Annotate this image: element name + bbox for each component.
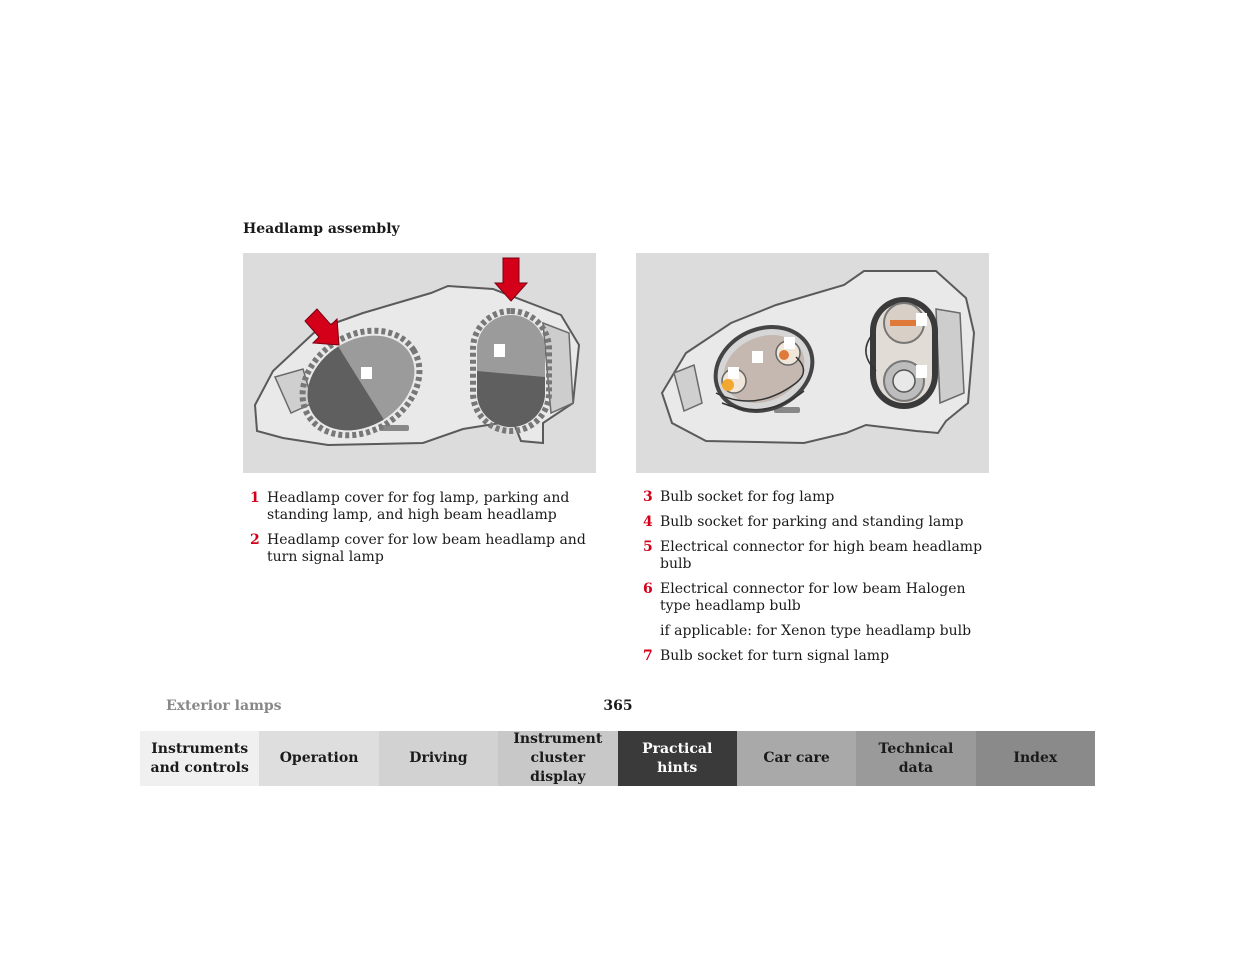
legend-item: 3 Bulb socket for fog lamp — [636, 489, 996, 506]
legend-note: if applicable: for Xenon type headlamp b… — [660, 623, 972, 639]
nav-tab-label: Index — [1013, 750, 1058, 766]
legend-number: 3 — [643, 489, 653, 505]
legend-text: Bulb socket for fog lamp — [660, 489, 835, 505]
nav-tab-label: Operation — [279, 750, 359, 766]
nav-tab-practical-hints[interactable]: Practical hints — [617, 731, 737, 786]
section-heading: Headlamp assembly — [243, 221, 400, 237]
legend-text: Bulb socket for parking and standing lam… — [660, 514, 964, 530]
nav-tab-technical-data[interactable]: Technical data — [856, 731, 976, 786]
legend-item: 5 Electrical connector for high beam head… — [636, 539, 996, 573]
legend-item: 6 Electrical connector for low beam Halog… — [636, 581, 996, 640]
nav-tab-car-care[interactable]: Car care — [736, 731, 857, 786]
page-number: 365 — [603, 698, 633, 714]
nav-tab-label: Instruments and controls — [150, 740, 249, 776]
legend-item: 4 Bulb socket for parking and standing la… — [636, 514, 996, 531]
label-box-1 — [361, 367, 372, 379]
bulb-sockets-illustration — [636, 253, 989, 473]
legend-item: 1 Headlamp cover for fog lamp, parking an… — [243, 490, 603, 524]
arrow-icon — [304, 257, 529, 346]
legend-text: Headlamp cover for low beam headlamp and… — [267, 532, 586, 565]
label-box-6 — [916, 313, 927, 326]
legend-list-covers: 1 Headlamp cover for fog lamp, parking an… — [243, 490, 603, 574]
nav-tab-driving[interactable]: Driving — [378, 731, 499, 786]
chapter-navigation-bar: Instruments and controls Operation Driving… — [140, 731, 1095, 786]
legend-number: 1 — [250, 490, 260, 506]
label-box-3 — [752, 351, 763, 363]
legend-number: 2 — [250, 532, 260, 548]
nav-tab-index[interactable]: Index — [975, 731, 1095, 786]
nav-tab-label: Car care — [763, 750, 830, 766]
label-box-2 — [494, 344, 505, 357]
nav-tab-label: Practical hints — [642, 740, 713, 776]
legend-text: Bulb socket for turn signal lamp — [660, 648, 890, 664]
low-beam-cover — [470, 308, 552, 434]
legend-number: 6 — [643, 581, 653, 597]
legend-text: Electrical connector for low beam Haloge… — [660, 581, 966, 614]
socket-cluster-right — [865, 297, 938, 409]
legend-number: 7 — [643, 648, 653, 664]
legend-text: Headlamp cover for fog lamp, parking and… — [267, 490, 570, 523]
nav-tab-operation[interactable]: Operation — [259, 731, 379, 786]
headlamp-covers-illustration — [243, 253, 596, 473]
legend-item: 7 Bulb socket for turn signal lamp — [636, 648, 996, 665]
label-box-5 — [728, 367, 739, 379]
nav-tab-label: Technical data — [878, 740, 954, 776]
nav-tab-label: Instrument cluster display — [513, 731, 603, 785]
footer-section-title: Exterior lamps — [166, 698, 282, 714]
legend-number: 5 — [643, 539, 653, 555]
legend-number: 4 — [643, 514, 653, 530]
nav-tab-instrument-cluster-display[interactable]: Instrument cluster display — [498, 731, 618, 786]
legend-item: 2 Headlamp cover for low beam headlamp an… — [243, 532, 603, 566]
legend-text: Electrical connector for high beam headl… — [660, 539, 983, 572]
nav-tab-instruments-and-controls[interactable]: Instruments and controls — [140, 731, 260, 786]
fog-lamp-cover — [299, 327, 423, 439]
label-box-7 — [916, 365, 927, 378]
nav-tab-label: Driving — [409, 750, 468, 766]
label-box-4 — [784, 337, 795, 349]
